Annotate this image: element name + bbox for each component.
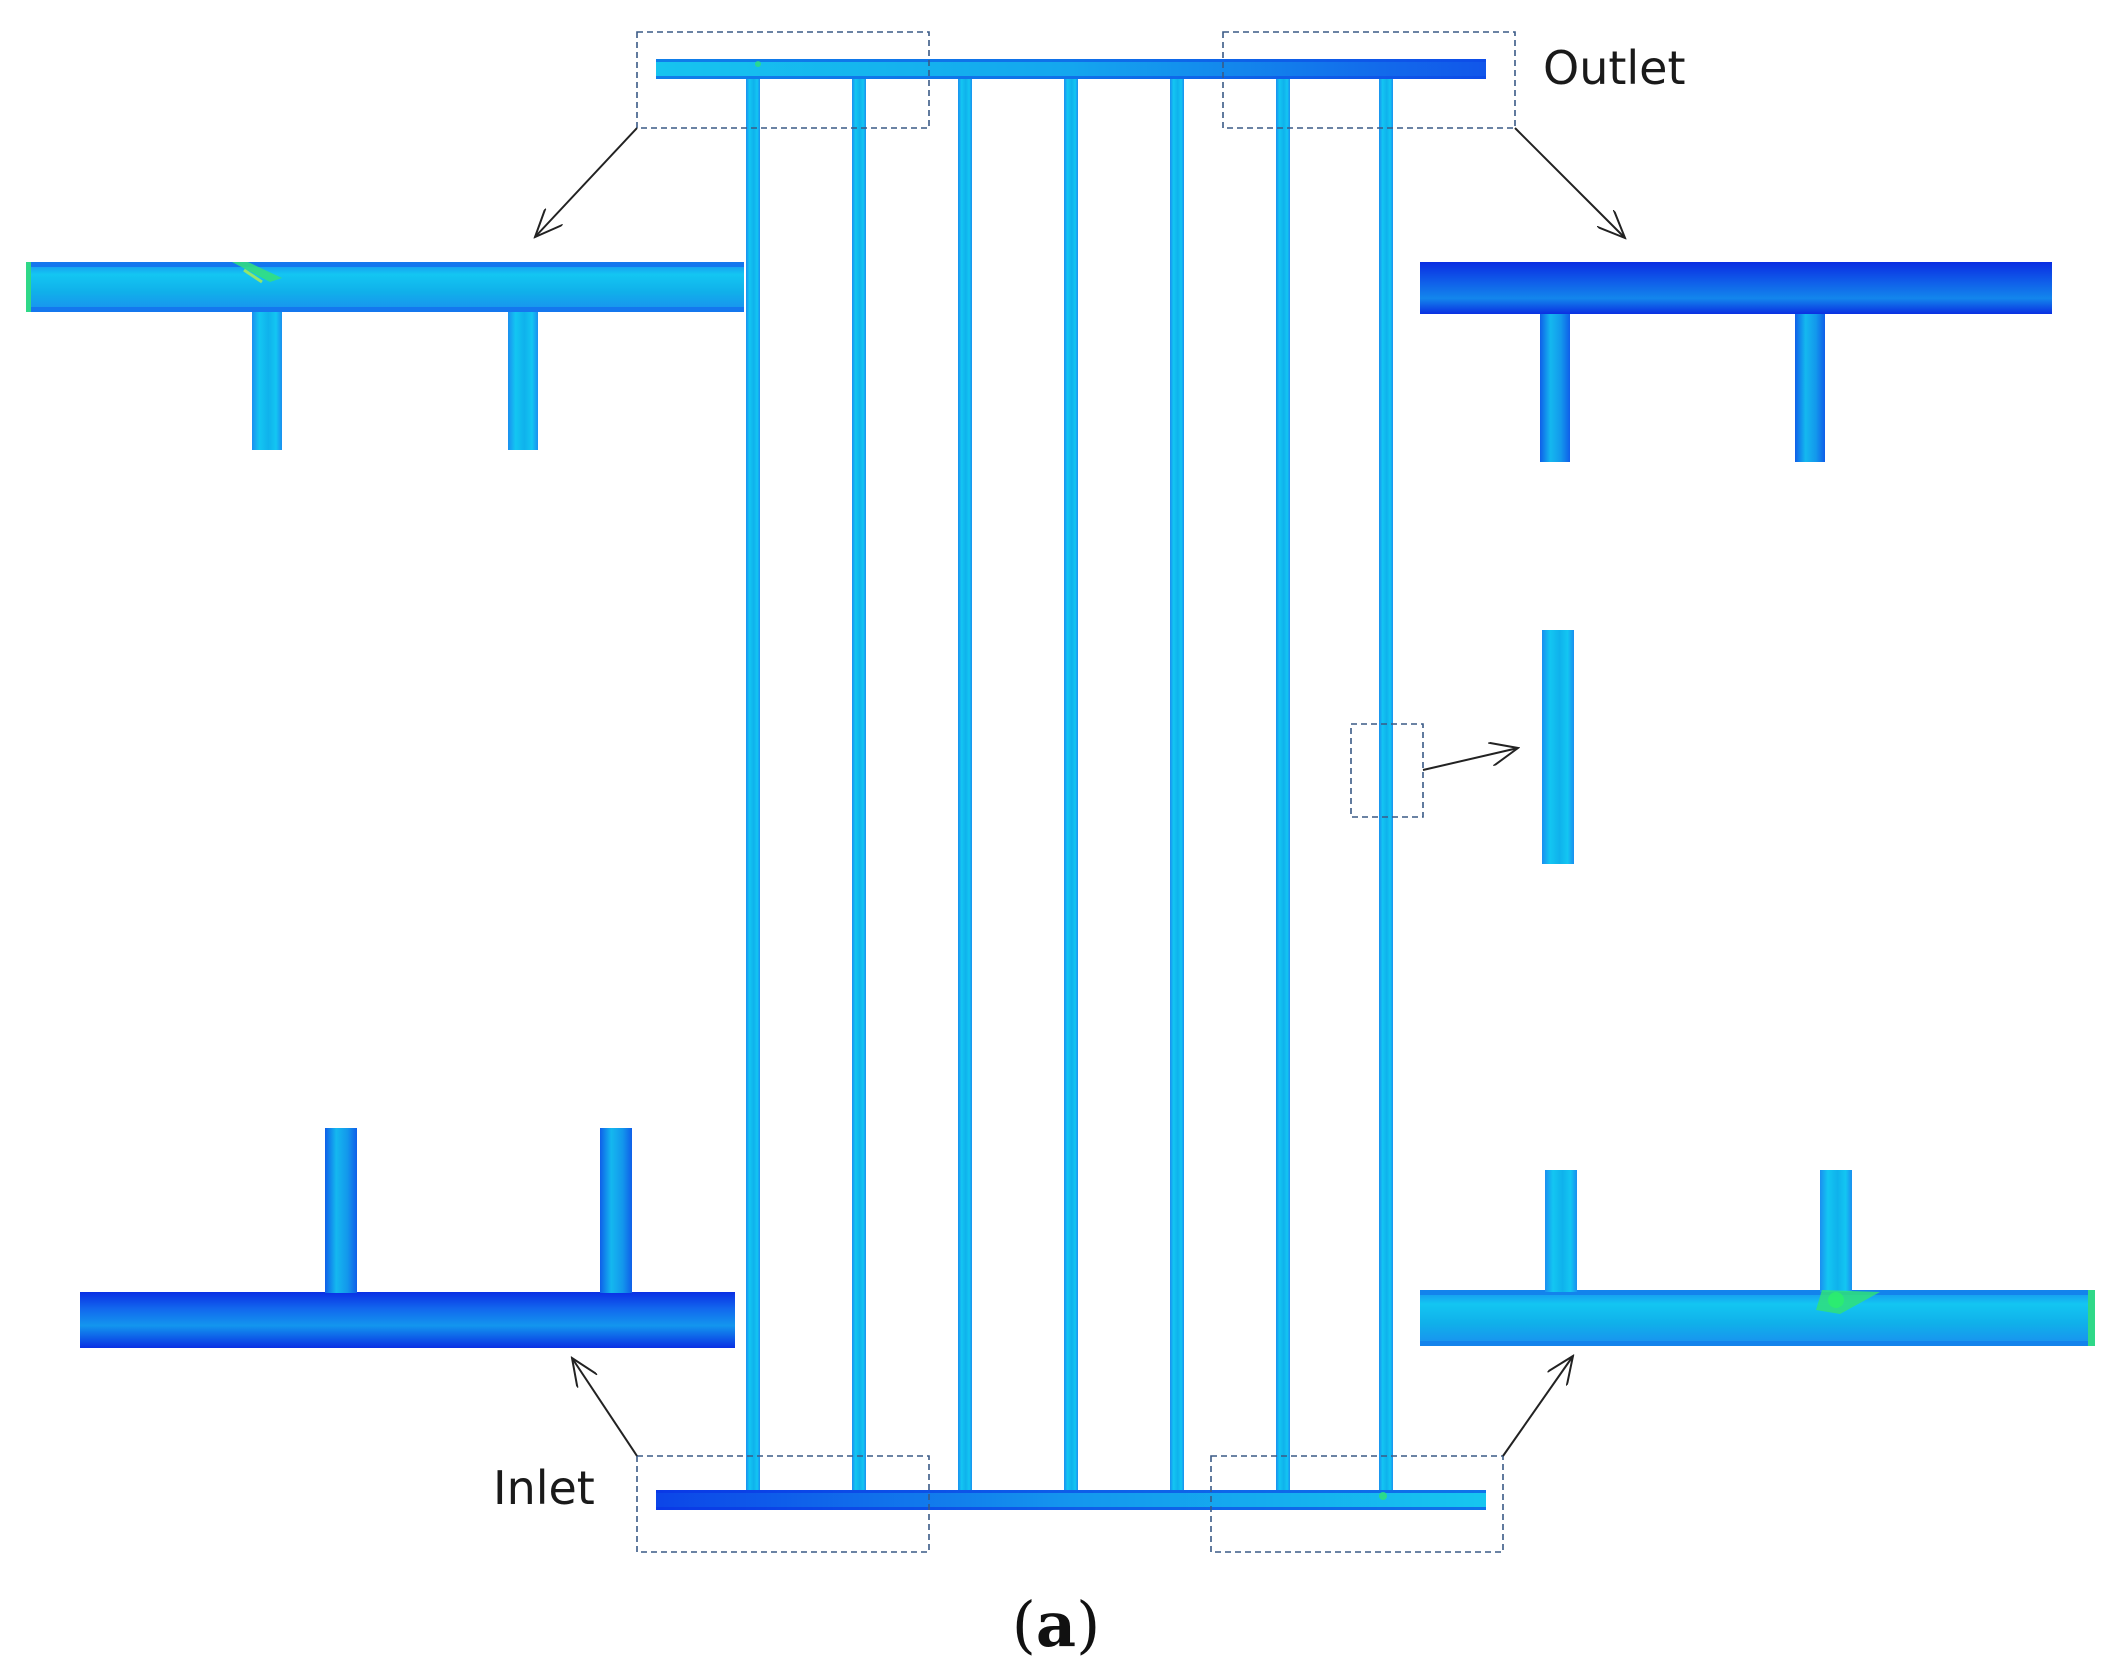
zoom-inlet-left [80, 1128, 735, 1348]
box-middle [1350, 723, 1424, 818]
box-top-left [636, 31, 930, 129]
box-bottom-right [1210, 1455, 1504, 1553]
parallel-channel-3 [958, 70, 972, 1500]
zoom-channel [1542, 630, 1574, 864]
zoom-arrows [535, 127, 1625, 1457]
zoom-outlet-right [1420, 262, 2052, 462]
inlet-header-pipe [656, 1490, 1486, 1510]
arrow-middle [1422, 748, 1518, 771]
parallel-channel-7 [1379, 70, 1393, 1500]
parallel-channel-2 [852, 70, 866, 1500]
parallel-channel-4 [1064, 70, 1078, 1500]
arrow-top-right [1514, 127, 1625, 238]
outlet-label: Outlet [1543, 41, 1686, 95]
parallel-channel-1 [746, 70, 760, 1500]
figure-caption: (a) [1012, 1588, 1101, 1661]
caption-open-paren: ( [1012, 1588, 1036, 1661]
zoom-outlet-left [26, 262, 744, 450]
arrow-bottom-left [572, 1358, 638, 1457]
arrow-bottom-right [1502, 1356, 1573, 1457]
main-manifold [656, 59, 1486, 1510]
outlet-header-pipe [656, 59, 1486, 79]
arrow-top-left [535, 127, 638, 237]
caption-close-paren: ) [1076, 1588, 1100, 1661]
zoom-inlet-right [1420, 1170, 2095, 1346]
box-bottom-left [636, 1455, 930, 1553]
parallel-channel-6 [1276, 70, 1290, 1500]
inlet-label: Inlet [493, 1461, 595, 1515]
selection-boxes [636, 31, 1516, 1553]
parallel-channel-5 [1170, 70, 1184, 1500]
box-top-right [1222, 31, 1516, 129]
caption-letter: a [1036, 1588, 1076, 1661]
